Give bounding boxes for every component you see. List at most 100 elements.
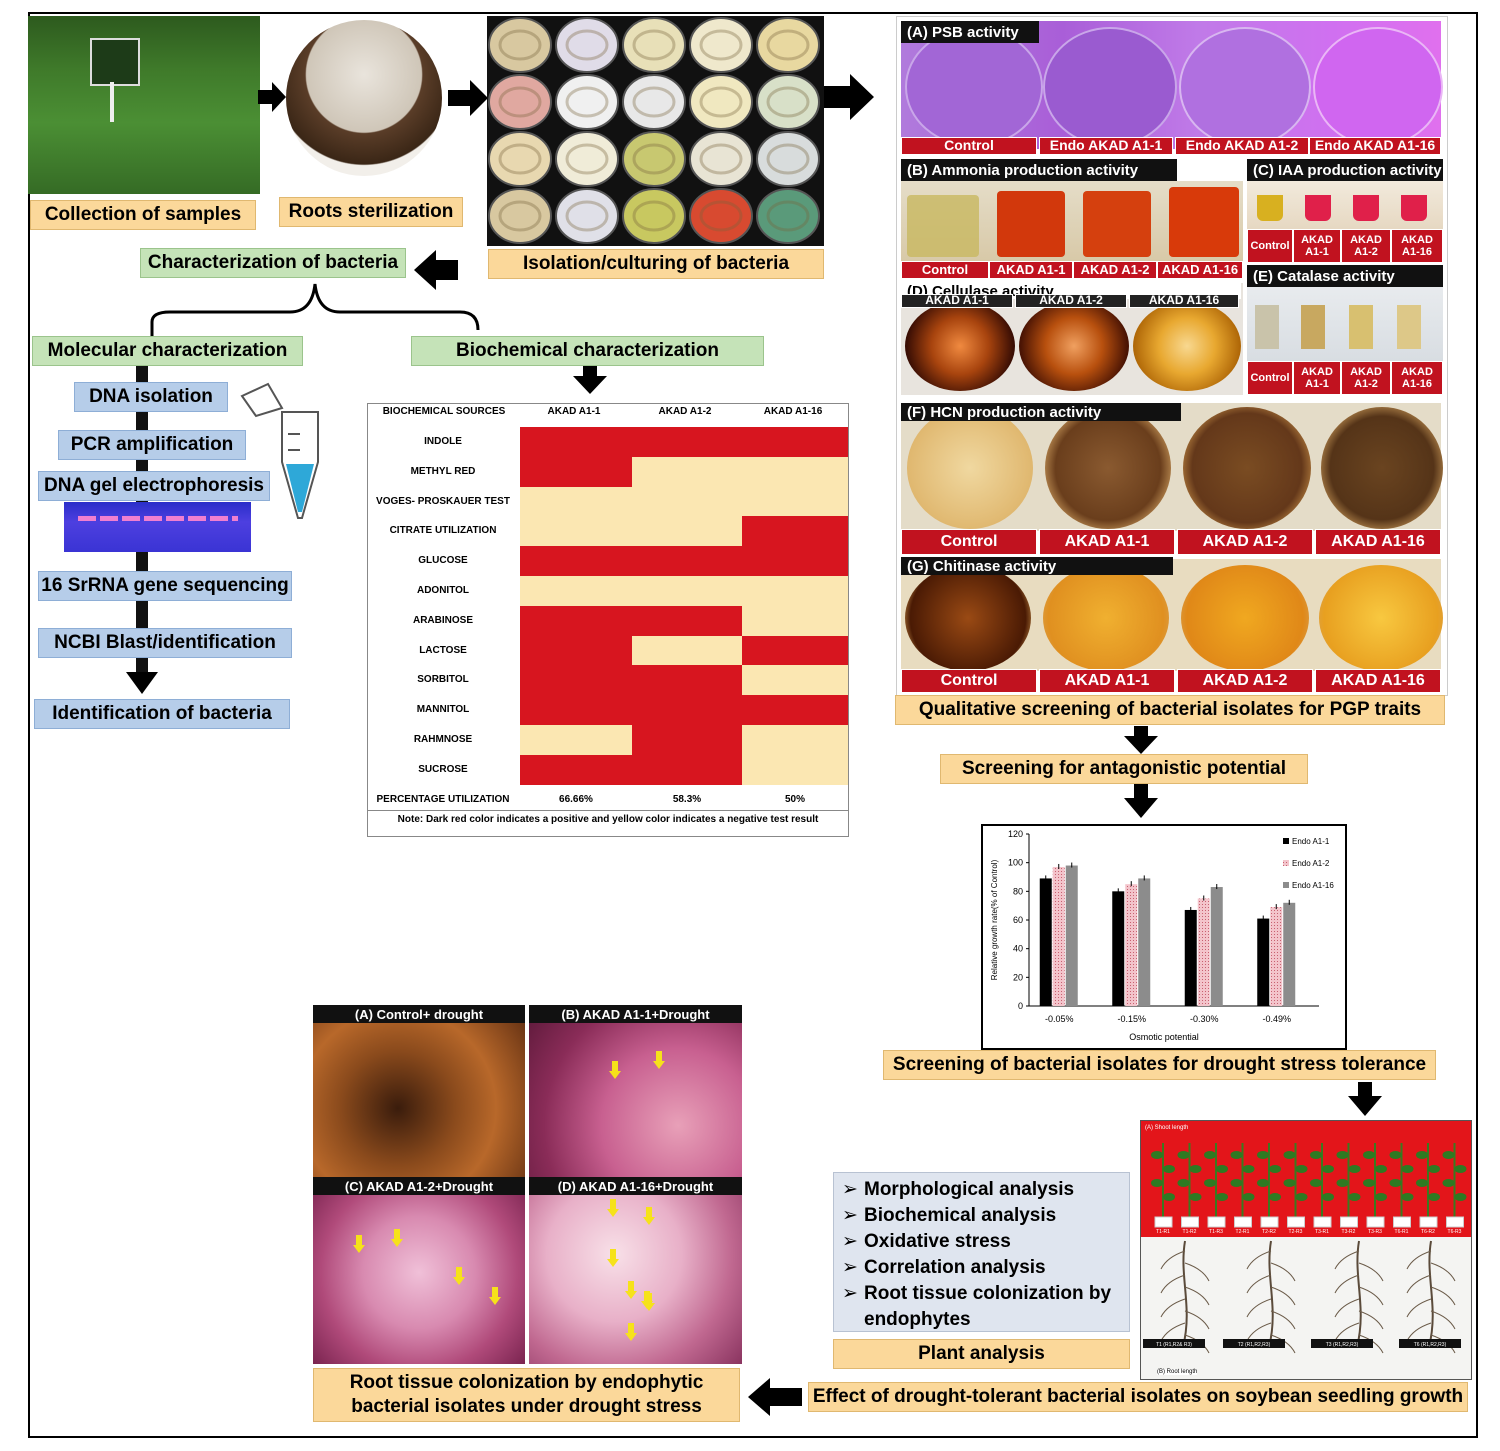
root-panel: T1 (R1,R2& R3) T2 (R1,R2,R3) T3 (R1,R2,R3)… bbox=[1141, 1237, 1471, 1379]
root-main bbox=[1428, 1240, 1434, 1348]
arrow-bullet-icon: ➢ bbox=[842, 1179, 858, 1200]
plant-pot bbox=[1287, 1216, 1305, 1228]
shoot-label: T3-R3 bbox=[1368, 1229, 1382, 1235]
culture-streak bbox=[632, 86, 676, 118]
heatmap-cell bbox=[632, 486, 742, 517]
plant-pot bbox=[1419, 1216, 1438, 1228]
root-branch bbox=[1334, 1274, 1360, 1294]
heatmap-cell bbox=[632, 546, 742, 577]
root-branch bbox=[1160, 1250, 1186, 1270]
cellulase-label: AKAD A1-1 bbox=[901, 294, 1013, 308]
yellow-arrow-icon bbox=[353, 1235, 365, 1253]
shoot-label: T2-R1 bbox=[1236, 1229, 1250, 1235]
heatmap-cell bbox=[520, 725, 632, 756]
y-tick-label: 120 bbox=[1008, 829, 1023, 839]
shoot-title: (A) Shoot length bbox=[1145, 1125, 1189, 1131]
heatmap-cell bbox=[520, 456, 632, 488]
heatmap-cell bbox=[742, 635, 848, 666]
plant-leaf bbox=[1375, 1165, 1387, 1173]
hcn-title: (F) HCN production activity bbox=[901, 403, 1181, 421]
arrow-bullet-icon: ➢ bbox=[842, 1283, 858, 1304]
root-branch bbox=[1430, 1310, 1456, 1330]
heatmap-row-label: SUCROSE bbox=[418, 763, 468, 775]
plant-leaf bbox=[1363, 1179, 1375, 1187]
root-label: T2 (R1,R2,R3) bbox=[1238, 1342, 1271, 1348]
root-branch bbox=[1246, 1298, 1272, 1318]
catalase-label: AKAD A1-1 bbox=[1293, 361, 1341, 395]
blast-label: NCBI Blast/identification bbox=[38, 628, 292, 658]
culture-streak bbox=[632, 29, 676, 61]
plant-pot bbox=[1154, 1216, 1173, 1228]
percentage-label: PERCENTAGE UTILIZATION bbox=[376, 794, 510, 805]
yellow-arrow-icon bbox=[489, 1287, 501, 1305]
ammonia-label: AKAD A1-2 bbox=[1073, 261, 1157, 279]
plant-pot bbox=[1207, 1216, 1226, 1228]
culture-plate bbox=[555, 131, 619, 187]
culture-streak bbox=[565, 29, 609, 61]
dna-isolation-label: DNA isolation bbox=[74, 382, 228, 412]
percentage-value: 58.3% bbox=[672, 794, 702, 805]
heatmap-cell bbox=[742, 695, 848, 726]
heatmap-header: AKAD A1-2 bbox=[658, 406, 712, 417]
psb-label: Endo AKAD A1-2 bbox=[1175, 137, 1309, 155]
analysis-item: ➢Morphological analysis bbox=[842, 1177, 1129, 1203]
psb-label: Control bbox=[901, 137, 1037, 155]
sterilization-label: Roots sterilization bbox=[279, 197, 463, 227]
root-plants-svg: T1 (R1,R2& R3) T2 (R1,R2,R3) T3 (R1,R2,R3)… bbox=[1143, 1240, 1461, 1354]
culture-streak bbox=[766, 143, 810, 175]
root-label: T1 (R1,R2& R3) bbox=[1156, 1342, 1192, 1348]
heatmap-cell bbox=[632, 576, 742, 607]
heatmap-cell bbox=[742, 576, 848, 607]
root-branch bbox=[1358, 1334, 1384, 1354]
plant-pot bbox=[1393, 1216, 1411, 1228]
culture-plate bbox=[622, 17, 686, 73]
collection-label: Collection of samples bbox=[30, 200, 256, 230]
culture-streak bbox=[699, 86, 743, 118]
shoot-label: T1-R1 bbox=[1156, 1229, 1170, 1235]
bar bbox=[1210, 887, 1223, 1006]
identification-label: Identification of bacteria bbox=[34, 699, 290, 729]
chitinase-label: AKAD A1-2 bbox=[1177, 669, 1313, 693]
plant-leaf bbox=[1283, 1179, 1296, 1187]
heatmap-row-label: MANNITOL bbox=[416, 704, 470, 716]
microtube-icon bbox=[240, 382, 319, 519]
yellow-arrow-icon bbox=[625, 1281, 637, 1299]
culture-plate bbox=[756, 74, 820, 130]
percentage-value: 66.66% bbox=[559, 794, 593, 805]
heatmap-cell bbox=[742, 486, 848, 517]
root-branch bbox=[1334, 1250, 1360, 1270]
root-branch bbox=[1406, 1274, 1432, 1294]
branch-brace bbox=[150, 283, 480, 340]
culture-streak bbox=[632, 143, 676, 175]
micrograph-d-title: (D) AKAD A1-16+Drought bbox=[529, 1177, 742, 1195]
arrow-left-icon bbox=[414, 250, 458, 290]
characterization-label: Characterization of bacteria bbox=[140, 248, 406, 278]
heatmap-cell bbox=[632, 456, 742, 488]
bar bbox=[1112, 891, 1125, 1006]
ammonia-label: Control bbox=[901, 261, 989, 279]
root-label: T3 (R1,R2,R3) bbox=[1326, 1342, 1359, 1348]
root-label-bg bbox=[1223, 1339, 1285, 1348]
plant-leaf bbox=[1348, 1193, 1361, 1201]
chitinase-title: (G) Chitinase activity bbox=[901, 557, 1173, 575]
legend-swatch bbox=[1283, 860, 1289, 866]
plant-leaf bbox=[1257, 1151, 1269, 1159]
plant-leaf bbox=[1269, 1165, 1281, 1173]
root-branch bbox=[1358, 1286, 1384, 1306]
culture-plate bbox=[555, 74, 619, 130]
culture-plate bbox=[622, 131, 686, 187]
heatmap-row-label: GLUCOSE bbox=[418, 555, 468, 567]
plant-leaf bbox=[1269, 1193, 1281, 1201]
hcn-label: AKAD A1-1 bbox=[1039, 529, 1175, 555]
plant-leaf bbox=[1454, 1165, 1467, 1173]
hcn-label: AKAD A1-2 bbox=[1177, 529, 1313, 555]
plant-leaf bbox=[1257, 1179, 1269, 1187]
root-colonization-label: Root tissue colonization by endophytic b… bbox=[313, 1368, 740, 1422]
heatmap-row-label: INDOLE bbox=[424, 436, 462, 447]
antagonistic-label: Screening for antagonistic potential bbox=[940, 754, 1308, 784]
plant-pot bbox=[1366, 1216, 1385, 1228]
plant-leaf bbox=[1389, 1179, 1402, 1187]
culture-streak bbox=[699, 29, 743, 61]
culture-plate bbox=[756, 188, 820, 244]
